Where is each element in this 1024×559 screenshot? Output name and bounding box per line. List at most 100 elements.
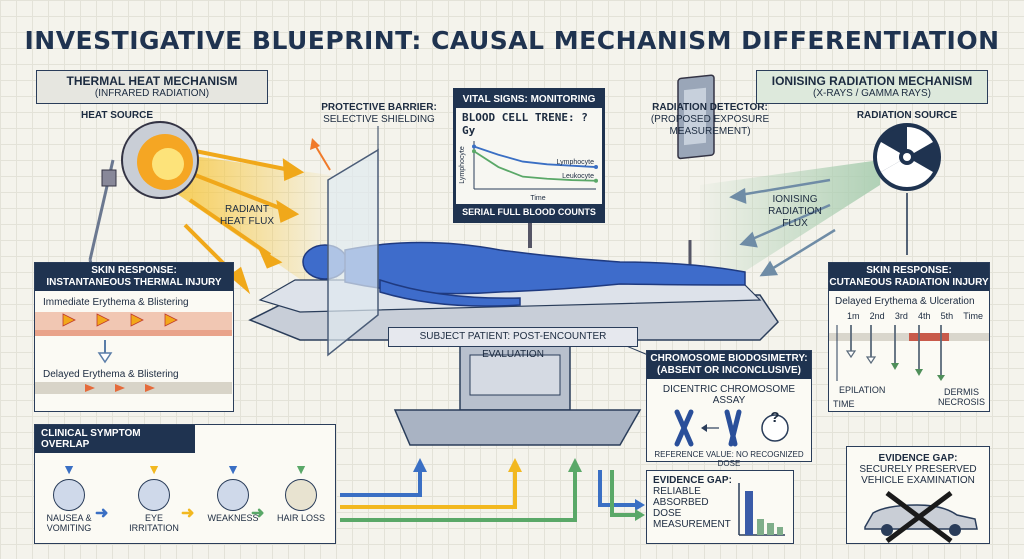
symptom-label-2b: IRRITATION [129, 523, 179, 533]
thermal-skin-response: SKIN RESPONSE: INSTANTANEOUS THERMAL INJ… [34, 262, 234, 412]
right-arrow-icon: ➜ [181, 505, 195, 522]
symptom-item: ▼ HAIR LOSS [271, 461, 331, 523]
overlap-arrows [340, 470, 635, 522]
ionising-heading-box: IONISING RADIATION MECHANISM (X-RAYS / G… [756, 70, 988, 104]
ionising-subheading: (X-RAYS / GAMMA RAYS) [813, 88, 931, 99]
ionising-skin-response: SKIN RESPONSE: CUTANEOUS RADIATION INJUR… [828, 262, 990, 412]
patient-label: SUBJECT PATIENT: POST-ENCOUNTER EVALUATI… [419, 331, 607, 360]
data-point [472, 144, 476, 149]
evidence-gap-vehicle: EVIDENCE GAP: SECURELY PRESERVED VEHICLE… [846, 446, 990, 544]
heat-arrows [183, 148, 305, 295]
evidence1-line-5: MEASUREMENT [653, 519, 731, 530]
thermal-heading: THERMAL HEAT MECHANISM [66, 74, 238, 88]
down-arrow-icon: ▼ [226, 461, 240, 477]
right-arrow-icon: ➜ [251, 505, 265, 522]
chromosome-icon [674, 409, 742, 447]
symptom-label-1b: VOMITING [46, 523, 92, 533]
detector-line-2: (PROPOSED EXPOSURE [650, 114, 770, 125]
symptom-list: ▼ NAUSEA & VOMITING ▼ EYE IRRITATION ▼ W… [35, 453, 335, 553]
down-arrow-icon: ▼ [147, 461, 161, 477]
time-label: TIME [833, 399, 855, 409]
timeline-2: 2nd [869, 311, 885, 321]
symptom-label-4: HAIR LOSS [276, 513, 325, 523]
flux-line-2: HEAT FLUX [219, 216, 275, 227]
detector-line-1: RADIATION DETECTOR: [652, 102, 768, 113]
ionising-flux-label: IONISING RADIATION FLUX [760, 194, 830, 230]
radiation-source-icon [873, 123, 941, 255]
barrier-label: PROTECTIVE BARRIER: SELECTIVE SHIELDING [314, 102, 444, 126]
heat-beam [150, 150, 330, 300]
data-point [594, 165, 598, 170]
vitals-footer: SERIAL FULL BLOOD COUNTS [456, 204, 602, 220]
series-label-2: Leukocyte [562, 173, 594, 180]
symptom-item: ▼ WEAKNESS [203, 461, 263, 523]
radiation-source-label: RADIATION SOURCE [856, 110, 958, 121]
evidence1-line-2: RELIABLE [653, 486, 701, 497]
delayed-label: Delayed Erythema & Blistering [43, 369, 179, 380]
detector-line-3: MEASUREMENT) [669, 126, 751, 137]
down-arrow-icon: ▼ [294, 461, 308, 477]
barrier-line-1: PROTECTIVE BARRIER: [321, 102, 437, 113]
heat-source-label: HEAT SOURCE [80, 110, 154, 121]
symptoms-panel: CLINICAL SYMPTOM OVERLAP ▼ NAUSEA & VOMI… [34, 424, 336, 544]
series-line-2 [473, 150, 597, 182]
x-axis-label: Time [530, 195, 545, 202]
evidence1-line-3: ABSORBED [653, 497, 709, 508]
chromosome-header: CHROMOSOME BIODOSIMETRY: (ABSENT OR INCO… [647, 351, 811, 379]
reference-label: REFERENCE VALUE: NO RECOGNIZED DOSE [654, 450, 804, 468]
thermal-skin-title-1: SKIN RESPONSE: [91, 265, 177, 276]
patient-figure [302, 241, 746, 307]
evidence2-line-1: EVIDENCE GAP: [878, 453, 958, 464]
hair-loss-icon [285, 479, 317, 511]
heat-lamp-icon [88, 121, 199, 331]
evidence-gap-dose: EVIDENCE GAP: RELIABLE ABSORBED DOSE MEA… [646, 470, 794, 544]
vital-signs-monitor: VITAL SIGNS: MONITORING BLOOD CELL TRENE… [453, 88, 605, 223]
data-point [472, 149, 476, 154]
detector-label: RADIATION DETECTOR: (PROPOSED EXPOSURE M… [640, 102, 780, 138]
symptom-label-1: NAUSEA & [46, 513, 92, 523]
thermal-heading-box: THERMAL HEAT MECHANISM (INFRARED RADIATI… [36, 70, 268, 104]
eye-icon [138, 479, 170, 511]
barrier-line-2: SELECTIVE SHIELDING [323, 114, 435, 125]
vehicle-icon [864, 491, 978, 543]
dermis-line-2: NECROSIS [937, 397, 985, 407]
chromosome-title-2: (ABSENT OR INCONCLUSIVE) [657, 365, 801, 376]
ion-delayed-label: Delayed Erythema & Ulceration [835, 296, 975, 307]
ionising-skin-header: SKIN RESPONSE: CUTANEOUS RADIATION INJUR… [829, 263, 989, 291]
ionising-skin-diagram [829, 325, 989, 381]
nausea-icon [53, 479, 85, 511]
flux-line-1: RADIANT [225, 204, 269, 215]
ion-flux-line-3: FLUX [782, 218, 808, 229]
radiation-arrows [729, 178, 836, 277]
thermal-subheading: (INFRARED RADIATION) [94, 88, 210, 99]
page-title: INVESTIGATIVE BLUEPRINT: CAUSAL MECHANIS… [24, 26, 1000, 55]
ion-flux-line-2: RADIATION [768, 206, 822, 217]
y-axis-label: Lymphocyte [459, 146, 466, 184]
right-arrow-icon: ➜ [95, 505, 109, 522]
timeline-row: 1m 2nd 3rd 4th 5th Time [829, 307, 989, 321]
chromosome-icons [674, 409, 789, 447]
radiant-flux-label: RADIANT HEAT FLUX [212, 204, 282, 228]
symptom-label-3: WEAKNESS [207, 513, 259, 523]
patient-label-box: SUBJECT PATIENT: POST-ENCOUNTER EVALUATI… [388, 327, 638, 360]
evidence1-line-1: EVIDENCE GAP: [653, 475, 732, 486]
timeline-5: 5th [940, 311, 954, 321]
thermal-skin-title-2: INSTANTANEOUS THERMAL INJURY [46, 277, 222, 288]
timeline-3: 3rd [894, 311, 908, 321]
protective-barrier [327, 148, 379, 357]
epilation-label: EPILATION [839, 385, 886, 395]
chromosome-box: CHROMOSOME BIODOSIMETRY: (ABSENT OR INCO… [646, 350, 812, 468]
dermis-label: DERMIS NECROSIS [938, 387, 985, 407]
weakness-icon [217, 479, 249, 511]
down-arrow-icon: ▼ [62, 461, 76, 477]
bar-chart-icon [738, 483, 785, 536]
assay-label: DICENTRIC CHROMOSOME ASSAY [662, 384, 796, 406]
evidence1-line-4: DOSE [653, 508, 682, 519]
series-label-1: Lymphocyte [557, 159, 595, 166]
symptom-label-2: EYE [144, 513, 163, 523]
evidence2-text: EVIDENCE GAP: SECURELY PRESERVED VEHICLE… [847, 447, 989, 486]
thermal-skin-header: SKIN RESPONSE: INSTANTANEOUS THERMAL INJ… [35, 263, 233, 291]
symptom-item: ▼ NAUSEA & VOMITING [41, 461, 97, 533]
